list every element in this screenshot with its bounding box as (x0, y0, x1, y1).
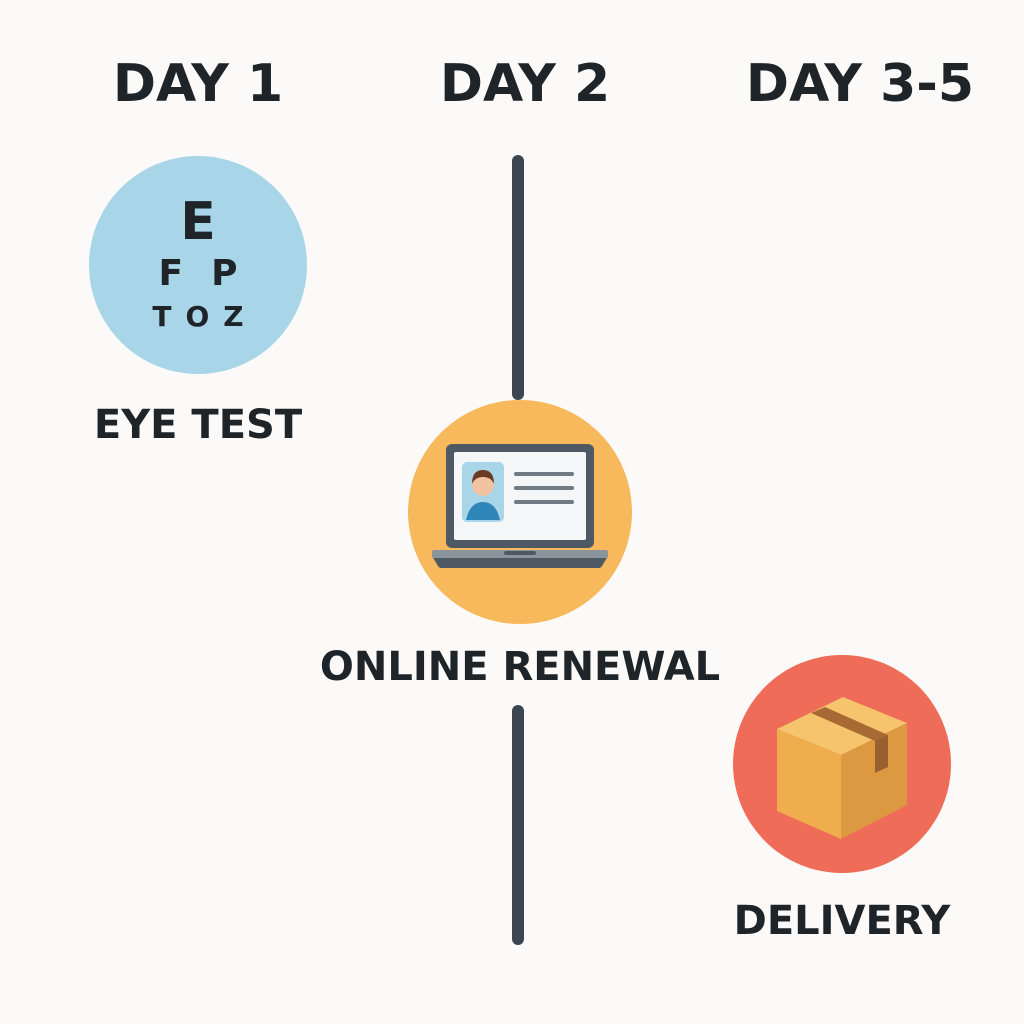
eye-chart-row-2: FP (158, 253, 266, 294)
online-renewal-step-circle (408, 400, 632, 624)
day-3-5-header: DAY 3-5 (745, 54, 975, 114)
eye-test-step-circle: E FP TOZ (89, 156, 307, 374)
delivery-step-circle (733, 655, 951, 873)
eye-chart-row-1: E (180, 192, 216, 252)
timeline-connector-lower (512, 705, 524, 945)
day-2-header: DAY 2 (439, 54, 611, 114)
online-renewal-label: ONLINE RENEWAL (319, 644, 721, 690)
timeline-connector-upper (512, 155, 524, 400)
laptop-profile-icon (432, 444, 608, 568)
eye-test-label: EYE TEST (93, 402, 303, 448)
package-box-icon (777, 697, 907, 839)
delivery-label: DELIVERY (733, 898, 951, 944)
day-1-header: DAY 1 (112, 54, 284, 114)
eye-chart-row-3: TOZ (152, 300, 258, 333)
